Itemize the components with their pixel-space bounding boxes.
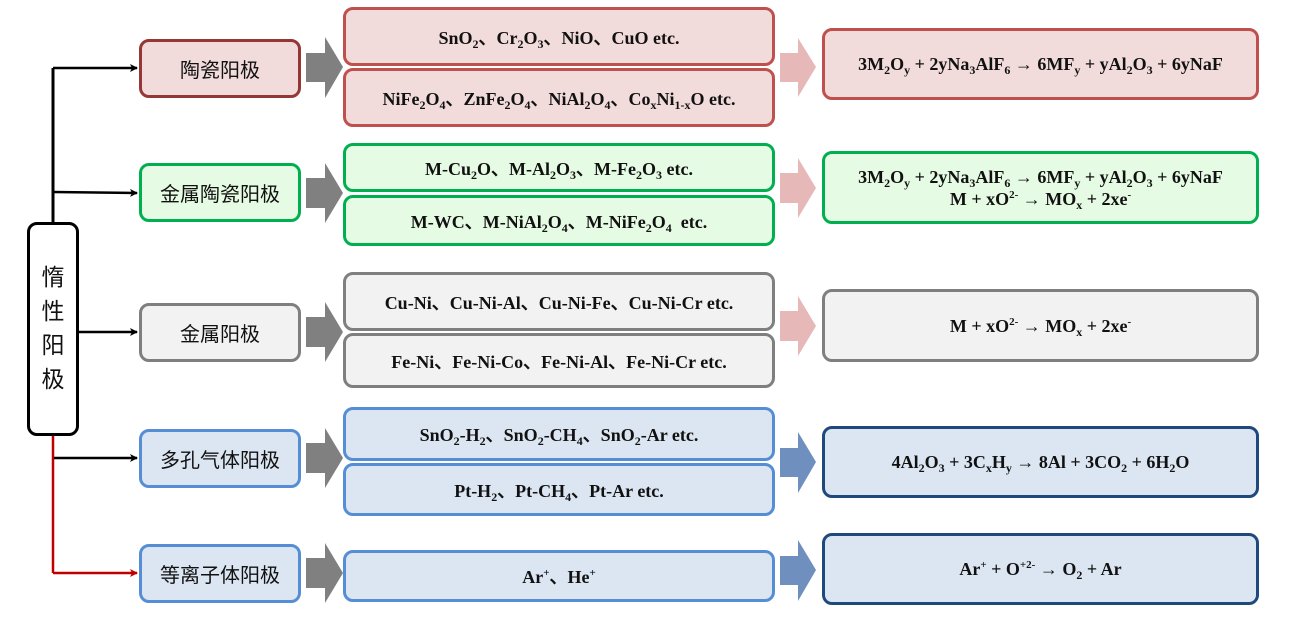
connector-cermet: [52, 188, 138, 197]
material-text: Cu-Ni、Cu-Ni-Al、Cu-Ni-Fe、Cu-Ni-Cr etc.: [384, 292, 734, 313]
material-box: Pt-H2、Pt-CH4、Pt-Ar etc.: [343, 463, 775, 516]
root-label-char: 阳: [41, 333, 65, 359]
block-arrow-rxn-ceramic: [780, 38, 816, 97]
block-arrow-rxn-porous-gas: [780, 432, 816, 493]
material-text: M-WC、M-NiAl2O4、M-NiFe2O4 etc.: [410, 211, 708, 235]
block-arrow-metal: [306, 302, 343, 362]
root-label-char: 性: [41, 299, 65, 325]
root-label-char: 惰: [41, 265, 65, 291]
category-label: 多孔气体阳极: [160, 448, 280, 472]
material-text: Ar+、He+: [522, 567, 596, 587]
material-box: Ar+、He+: [343, 550, 775, 602]
block-arrow-rxn-metal: [780, 296, 816, 356]
material-box: SnO2-H2、SnO2-CH4、SnO2-Ar etc.: [343, 407, 775, 461]
material-box: M-Cu2O、M-Al2O3、M-Fe2O3 etc.: [343, 143, 775, 192]
block-arrow-rxn-cermet: [780, 158, 816, 218]
reaction-text: M + xO2- → MOx + 2xe-: [949, 315, 1132, 339]
reaction-box: 3M2Oy + 2yNa3AlF6 → 6MFy + yAl2O3 + 6yNa…: [822, 28, 1259, 100]
material-text: SnO2、Cr2O3、NiO、CuO etc.: [438, 27, 680, 51]
category-plasma-anode[interactable]: 等离子体阳极: [139, 544, 301, 603]
reaction-box: 3M2Oy + 2yNa3AlF6 → 6MFy + yAl2O3 + 6yNa…: [822, 151, 1259, 224]
block-arrow-ceramic: [306, 37, 343, 98]
block-arrow-cermet: [306, 163, 343, 223]
material-box: Cu-Ni、Cu-Ni-Al、Cu-Ni-Fe、Cu-Ni-Cr etc.: [343, 272, 775, 331]
block-arrow-rxn-plasma: [780, 540, 816, 601]
category-label: 等离子体阳极: [160, 563, 280, 587]
reaction-box: Ar+ + O+2- → O2 + Ar: [822, 533, 1259, 605]
reaction-text: Ar+ + O+2- → O2 + Ar: [959, 559, 1122, 582]
material-text: NiFe2O4、ZnFe2O4、NiAl2O4、CoxNi1-xO etc.: [382, 88, 736, 112]
root-label-char: 极: [41, 367, 65, 393]
material-text: Pt-H2、Pt-CH4、Pt-Ar etc.: [454, 480, 664, 504]
category-metal-anode[interactable]: 金属阳极: [139, 303, 301, 362]
material-text: SnO2-H2、SnO2-CH4、SnO2-Ar etc.: [419, 425, 699, 448]
material-text: M-Cu2O、M-Al2O3、M-Fe2O3 etc.: [425, 158, 693, 182]
material-box: SnO2、Cr2O3、NiO、CuO etc.: [343, 7, 775, 66]
material-text: Fe-Ni、Fe-Ni-Co、Fe-Ni-Al、Fe-Ni-Cr etc.: [391, 351, 727, 372]
category-ceramic-anode[interactable]: 陶瓷阳极: [139, 39, 301, 98]
block-arrow-porous-gas: [306, 428, 343, 488]
material-box: NiFe2O4、ZnFe2O4、NiAl2O4、CoxNi1-xO etc.: [343, 68, 775, 127]
root-node-inert-anode[interactable]: 惰 性 阳 极: [27, 222, 79, 436]
reaction-box: 4Al2O3 + 3CxHy → 8Al + 3CO2 + 6H2O: [822, 426, 1259, 498]
reaction-text: M + xO2- → MOx + 2xe-: [949, 188, 1132, 212]
category-porous-gas-anode[interactable]: 多孔气体阳极: [139, 429, 301, 488]
material-box: M-WC、M-NiAl2O4、M-NiFe2O4 etc.: [343, 195, 775, 246]
category-cermet-anode[interactable]: 金属陶瓷阳极: [139, 163, 301, 222]
category-label: 陶瓷阳极: [180, 58, 260, 82]
reaction-box: M + xO2- → MOx + 2xe-: [822, 289, 1259, 362]
reaction-text: 3M2Oy + 2yNa3AlF6 → 6MFy + yAl2O3 + 6yNa…: [858, 54, 1223, 77]
reaction-text: 4Al2O3 + 3CxHy → 8Al + 3CO2 + 6H2O: [891, 452, 1190, 475]
reaction-text: 3M2Oy + 2yNa3AlF6 → 6MFy + yAl2O3 + 6yNa…: [858, 166, 1223, 190]
material-box: Fe-Ni、Fe-Ni-Co、Fe-Ni-Al、Fe-Ni-Cr etc.: [343, 333, 775, 388]
category-label: 金属阳极: [180, 322, 260, 346]
block-arrow-plasma: [306, 543, 343, 603]
category-label: 金属陶瓷阳极: [160, 182, 280, 206]
